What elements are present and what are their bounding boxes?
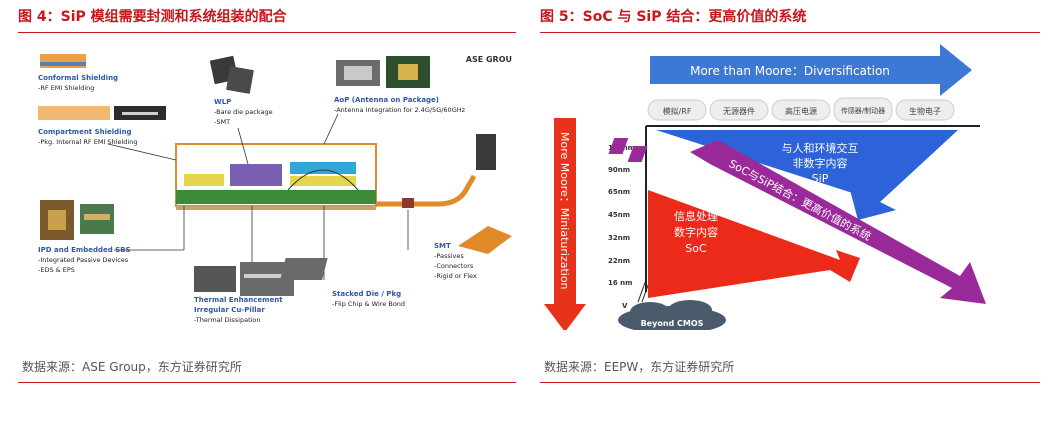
smt-passive bbox=[402, 198, 414, 208]
wlp-desc-1: -Bare die package bbox=[214, 108, 273, 116]
more-than-moore-arrow bbox=[650, 44, 972, 96]
figure-4-source: 数据来源：ASE Group，东方证券研究所 bbox=[22, 360, 242, 374]
smt-title: SMT bbox=[434, 242, 451, 250]
category-label: 无源器件 bbox=[723, 106, 755, 116]
figure-4-title: 图 4：SiP 模组需要封测和系统组装的配合 bbox=[18, 9, 287, 25]
node-label: 22nm bbox=[608, 257, 630, 265]
category-pill bbox=[709, 99, 769, 121]
wlp-desc-2: -SMT bbox=[214, 118, 230, 126]
aop-desc: -Antenna Integration for 2.4G/5G/60GHz bbox=[334, 106, 466, 114]
cloud-puff bbox=[668, 300, 712, 320]
compartment-shield-image bbox=[38, 106, 110, 120]
soc-label-3: SoC bbox=[685, 242, 707, 255]
smt-desc-3: -Rigid or Flex bbox=[434, 272, 477, 280]
smt-flex-image bbox=[458, 226, 512, 254]
beyond-cmos-label: Beyond CMOS bbox=[641, 319, 704, 328]
wlp-title: WLP bbox=[214, 98, 231, 106]
bottom-rule bbox=[540, 382, 1040, 383]
soc-triangle bbox=[648, 190, 860, 298]
stacked-title: Stacked Die / Pkg bbox=[332, 290, 401, 298]
soc-sip-svg: More than Moore：Diversification 模拟/RF 无源… bbox=[544, 44, 986, 330]
category-pill bbox=[647, 99, 707, 121]
node-label: V bbox=[622, 302, 628, 310]
compartment-title: Compartment Shielding bbox=[38, 128, 132, 136]
smt-connector bbox=[476, 134, 496, 170]
sip-diagram-svg: ASE GROU Conformal Shielding -RF EMI Shi… bbox=[38, 54, 512, 324]
thermal-title: Thermal Enhancement bbox=[194, 296, 283, 304]
sip-label-2: 非数字内容 bbox=[793, 156, 848, 170]
thermal-title-2: Irregular Cu-Pillar bbox=[194, 306, 265, 314]
ipd-image-1-inner bbox=[48, 210, 66, 230]
aop-title: AoP (Antenna on Package) bbox=[334, 96, 439, 104]
ipd-desc-2: -EDS & EPS bbox=[38, 266, 75, 274]
beyond-cmos-cloud: Beyond CMOS bbox=[618, 300, 726, 330]
title-rule bbox=[540, 32, 1040, 33]
ipd-title: IPD and Embedded SBS bbox=[38, 246, 131, 254]
category-label: 高压电源 bbox=[785, 106, 817, 116]
node-label: 45nm bbox=[608, 211, 630, 219]
stacked-die-base bbox=[290, 176, 356, 186]
compartment-shield-band bbox=[122, 112, 158, 115]
substrate bbox=[176, 190, 376, 204]
conformal-desc: -RF EMI Shielding bbox=[38, 84, 94, 92]
category-pills: 模拟/RF 无源器件 高压电源 传感器/制动器 生物电子 bbox=[647, 97, 955, 123]
stacked-die bbox=[290, 162, 356, 174]
category-label: 生物电子 bbox=[909, 106, 941, 116]
smt-desc-1: -Passives bbox=[434, 252, 464, 260]
category-pill bbox=[895, 99, 955, 121]
figure-5-source: 数据来源：EEPW，东方证券研究所 bbox=[544, 360, 735, 374]
more-than-moore-label: More than Moore：Diversification bbox=[690, 64, 890, 78]
ipd-image-2-band bbox=[84, 214, 110, 220]
stacked-die-image bbox=[280, 258, 328, 280]
leader-lines bbox=[107, 113, 409, 290]
category-label: 传感器/制动器 bbox=[841, 106, 885, 115]
node-label: 90nm bbox=[608, 166, 630, 174]
node-label: 65nm bbox=[608, 188, 630, 196]
aop-image-1-inner bbox=[344, 66, 372, 80]
cloud-puff bbox=[630, 302, 670, 322]
conformal-title: Conformal Shielding bbox=[38, 74, 118, 82]
more-moore-label: More Moore：Miniaturization bbox=[558, 132, 571, 290]
wlp-die bbox=[230, 164, 282, 186]
combined-arrow-dash bbox=[608, 138, 629, 154]
ase-corner-label: ASE GROU bbox=[466, 55, 512, 64]
soc-sip-diagram: More than Moore：Diversification 模拟/RF 无源… bbox=[540, 40, 1040, 330]
thermal-image-2-band bbox=[244, 274, 290, 278]
bottom-rule bbox=[18, 382, 516, 383]
figure-5-title: 图 5：SoC 与 SiP 结合：更高价值的系统 bbox=[540, 9, 807, 25]
conformal-shield-layer bbox=[40, 62, 86, 66]
node-label: 16 nm bbox=[608, 279, 632, 287]
package-base bbox=[176, 206, 376, 210]
thermal-desc: -Thermal Dissipation bbox=[194, 316, 261, 324]
sip-label-3: SiP bbox=[812, 172, 829, 185]
node-labels: 130nm 90nm 65nm 45nm 32nm 22nm 16 nm V bbox=[608, 144, 635, 310]
soc-label-1: 信息处理 bbox=[674, 209, 718, 223]
category-label: 模拟/RF bbox=[663, 106, 692, 116]
wlp-chip-image-2 bbox=[226, 66, 254, 94]
sip-module-diagram: ASE GROU Conformal Shielding -RF EMI Shi… bbox=[18, 40, 516, 330]
combined-arrow-dash bbox=[627, 146, 648, 162]
thermal-image-1 bbox=[194, 266, 236, 292]
node-label: 32nm bbox=[608, 234, 630, 242]
flex-trace bbox=[376, 174, 477, 207]
more-moore-arrow bbox=[544, 118, 586, 330]
ipd-desc-1: -Integrated Passive Devices bbox=[38, 256, 129, 264]
category-pill bbox=[833, 97, 893, 123]
wire-bond bbox=[287, 169, 359, 191]
stacked-desc: -Flip Chip & Wire Bond bbox=[332, 300, 405, 308]
category-pill bbox=[771, 99, 831, 121]
compartment-desc: -Pkg. Internal RF EMI Shielding bbox=[38, 138, 137, 146]
title-rule bbox=[18, 32, 516, 33]
aop-image-2-inner bbox=[398, 64, 418, 80]
axis-break bbox=[637, 279, 647, 303]
smt-desc-2: -Connectors bbox=[434, 262, 474, 270]
component-block-1 bbox=[184, 174, 224, 186]
sip-label-1: 与人和环境交互 bbox=[782, 141, 859, 155]
combined-arrow bbox=[690, 140, 986, 304]
soc-label-2: 数字内容 bbox=[674, 225, 718, 239]
